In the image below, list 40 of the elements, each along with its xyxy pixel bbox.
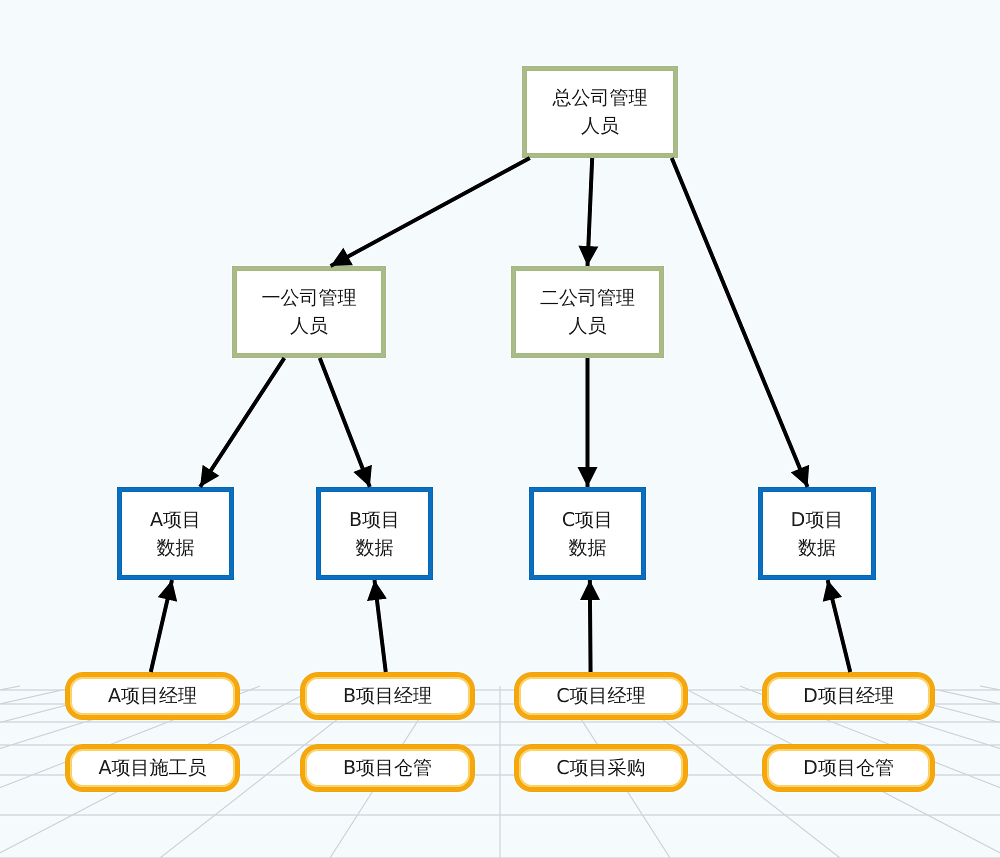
node-label: C项目数据 [560,508,614,560]
node-label: A项目数据 [148,508,202,560]
manager-box [232,266,386,358]
project-data-box [529,487,646,580]
arrow [367,580,388,672]
node-label: B项目数据 [348,508,402,560]
project-data-box [316,487,433,580]
arrow [318,357,372,488]
staff-pill [300,672,475,720]
arrow [822,580,852,672]
staff-pill [514,672,688,720]
node-label: D项目经理 [803,684,894,709]
staff-pill [762,672,935,720]
arrow [578,158,598,266]
node-label: C项目经理 [556,684,646,709]
staff-pill [65,744,240,792]
node-label: A项目施工员 [98,756,206,781]
manager-box [511,266,664,358]
node-label: B项目经理 [342,684,432,709]
node-label: 一公司管理人员 [260,286,358,339]
arrow [670,157,810,488]
staff-pill [514,744,688,792]
node-label: A项目经理 [108,684,197,709]
staff-pill [65,672,240,720]
staff-pill [300,744,475,792]
manager-box [522,66,678,158]
node-label: D项目仓管 [803,756,894,781]
node-label: B项目仓管 [342,756,432,781]
node-label: D项目数据 [790,508,844,560]
arrow [330,156,531,268]
arrow [578,358,598,487]
project-data-box [758,487,876,580]
node-label: 二公司管理人员 [538,286,636,339]
project-data-box [117,487,234,580]
staff-pill [762,744,935,792]
arrow [198,356,286,488]
node-label: C项目采购 [556,756,646,781]
arrow [580,580,600,672]
arrow [148,580,178,672]
node-label: 总公司管理人员 [551,86,648,139]
